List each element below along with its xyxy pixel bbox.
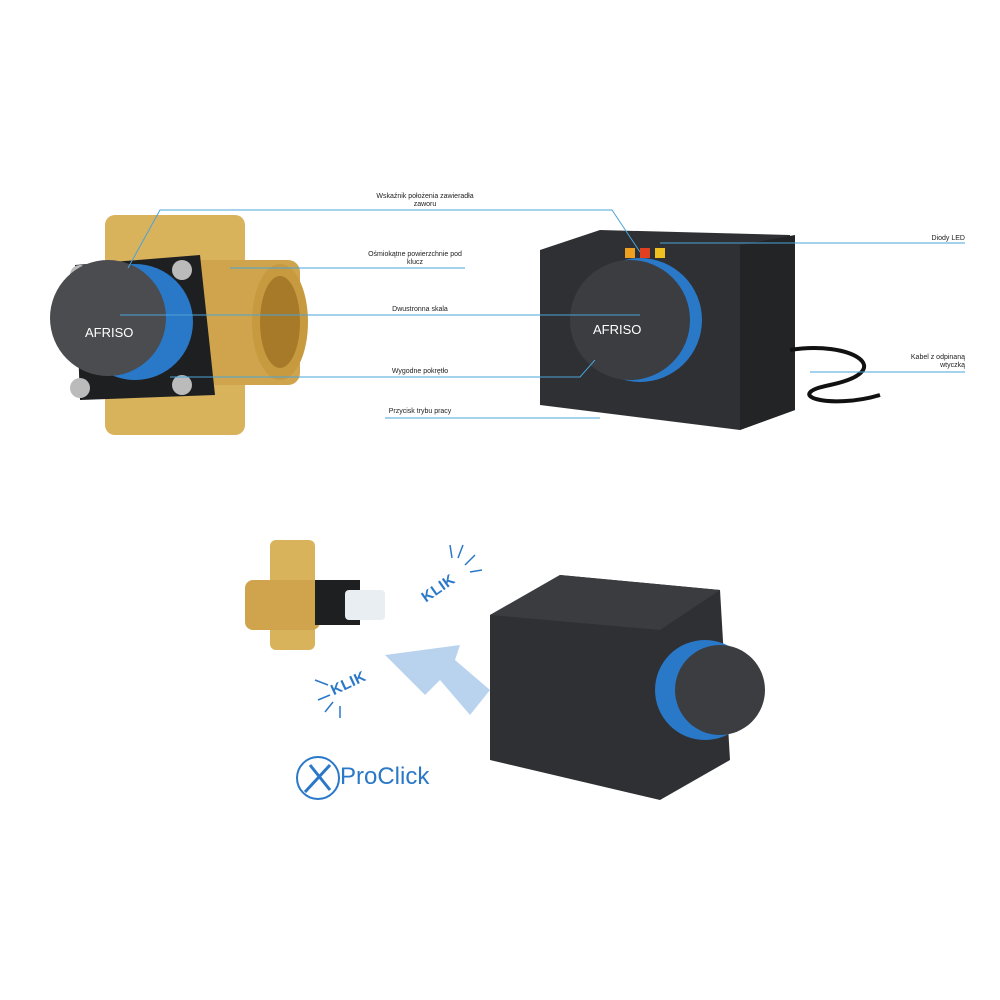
label-knob: Wygodne pokrętło [391, 368, 449, 375]
callout-lines [120, 209, 965, 419]
label-cable: Kabel z odpinaną wtyczką [910, 354, 965, 369]
actuator-top: AFRISO [540, 230, 881, 430]
svg-text:AFRISO: AFRISO [593, 322, 641, 337]
proclick-logo-icon [296, 756, 340, 800]
mixing-valve: AFRISO [50, 215, 308, 435]
label-position-indicator: Wskaźnik położenia zawieradła zaworu [376, 193, 474, 208]
svg-text:AFRISO: AFRISO [85, 325, 133, 340]
label-octagonal-surfaces: Ośmiokątne powierzchnie pod klucz [368, 251, 462, 266]
proclick-label: ProClick [340, 763, 430, 790]
klik-burst-icon [314, 544, 483, 718]
small-valve [245, 540, 385, 650]
label-dual-scale: Dwustronna skala [392, 306, 448, 313]
arrow-icon [385, 645, 490, 715]
label-mode-button: Przycisk trybu pracy [388, 408, 452, 415]
label-led: Diody LED [931, 235, 965, 242]
actuator-bottom [490, 575, 765, 800]
